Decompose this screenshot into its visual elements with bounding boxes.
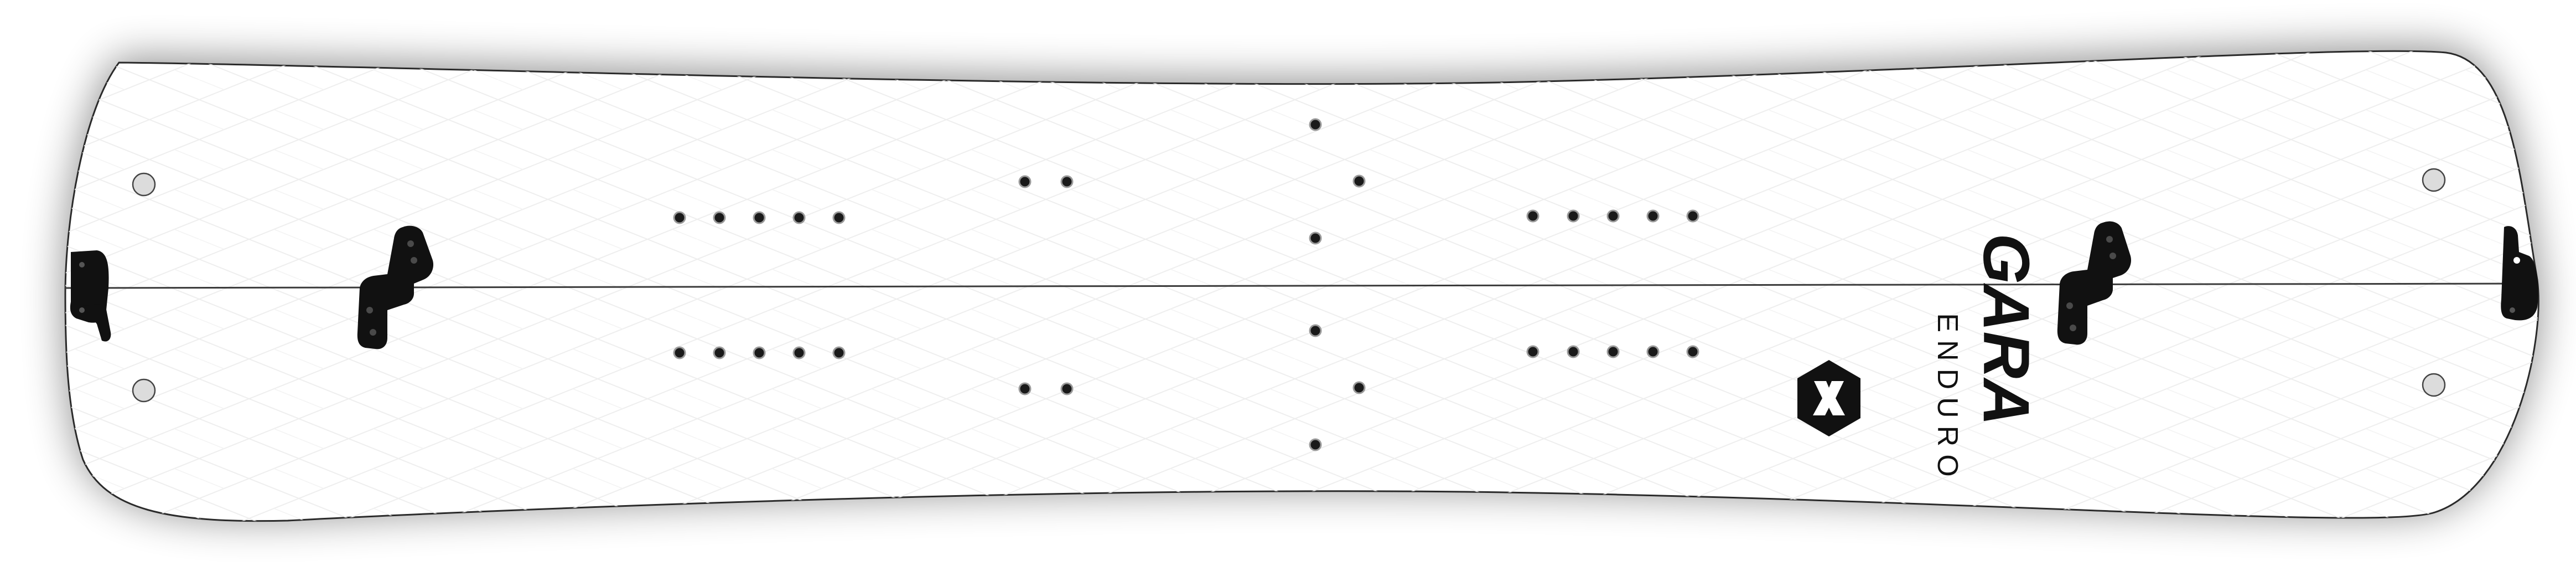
hexagon-x-emblem-icon <box>1797 360 1860 436</box>
hole-tail-top <box>132 172 156 197</box>
model-name: ENDURO <box>1931 313 1963 484</box>
right-split-clip-hardware <box>2057 221 2132 345</box>
brand-logo-text: GARA <box>1969 233 2043 425</box>
nose-clip-hardware <box>2501 226 2538 321</box>
brand-logo: GARA <box>1969 233 2043 425</box>
hole-nose-bottom <box>2422 373 2446 397</box>
left-split-clip-hardware <box>357 225 434 349</box>
model-name-text: ENDURO <box>1931 313 1963 484</box>
skin-clip-holes <box>132 168 2446 403</box>
hole-nose-top <box>2422 168 2446 192</box>
hole-tail-bottom <box>132 378 156 403</box>
split-seam-line <box>65 282 2538 289</box>
tail-clip-hardware <box>70 250 111 342</box>
binding-inserts <box>673 118 1699 451</box>
